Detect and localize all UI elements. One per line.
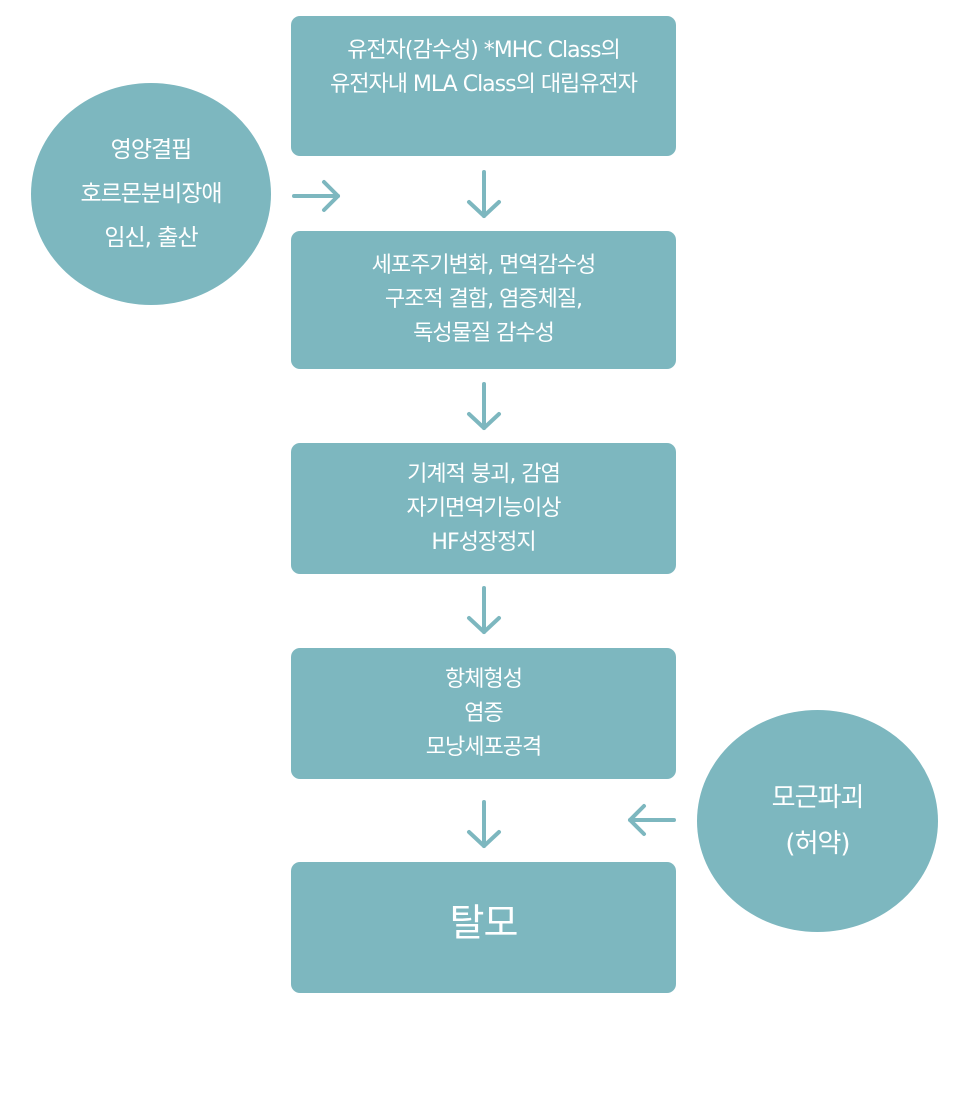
node-text-line: (허약) xyxy=(785,829,850,859)
node-text-line: 유전자(감수성) *MHC Class의 xyxy=(347,38,621,63)
node-text-line: 모근파괴 xyxy=(771,783,865,813)
node-text-line: 염증 xyxy=(464,700,503,726)
node-hair-loss: 탈모 xyxy=(291,862,676,993)
node-text-line: 모낭세포공격 xyxy=(425,734,542,760)
node-text-line: 세포주기변화, 면역감수성 xyxy=(371,253,597,278)
node-root-destruction: 모근파괴 (허약) xyxy=(697,710,938,932)
node-antibody-formation: 항체형성 염증 모낭세포공격 xyxy=(291,648,676,779)
node-text-line: 기계적 붕괴, 감염 xyxy=(407,461,561,487)
arrow-down-icon xyxy=(463,798,505,852)
arrow-right-icon xyxy=(290,176,344,216)
arrow-down-icon xyxy=(463,584,505,638)
node-text-line: 자기면역기능이상 xyxy=(406,495,562,521)
node-mechanical-breakdown: 기계적 붕괴, 감염 자기면역기능이상 HF성장정지 xyxy=(291,443,676,574)
node-genetic-susceptibility: 유전자(감수성) *MHC Class의 유전자내 MLA Class의 대립유… xyxy=(291,16,676,156)
node-text-line: 항체형성 xyxy=(445,666,523,692)
node-text-line: 유전자내 MLA Class의 대립유전자 xyxy=(329,72,638,97)
arrow-down-icon xyxy=(463,380,505,434)
node-text-line: 호르몬분비장애 xyxy=(80,181,222,207)
node-text-line: 구조적 결함, 염증체질, xyxy=(384,287,583,312)
node-cellular-changes: 세포주기변화, 면역감수성 구조적 결함, 염증체질, 독성물질 감수성 xyxy=(291,231,676,369)
node-text-line: 영양결핍 xyxy=(110,137,193,163)
arrow-down-icon xyxy=(463,168,505,222)
node-text-line: HF성장정지 xyxy=(431,529,536,555)
node-external-factors: 영양결핍 호르몬분비장애 임신, 출산 xyxy=(31,83,271,305)
arrow-left-icon xyxy=(624,800,678,840)
node-text-line: 임신, 출산 xyxy=(104,225,198,251)
node-text-line: 탈모 xyxy=(449,900,519,945)
node-text-line: 독성물질 감수성 xyxy=(413,321,555,346)
